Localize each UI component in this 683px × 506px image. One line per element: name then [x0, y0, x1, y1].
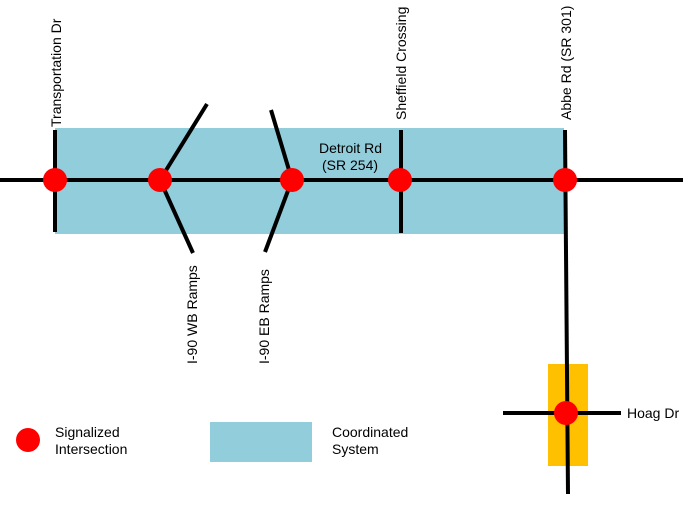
legend-signalized-line2: Intersection [55, 441, 127, 457]
i90-wb-ramp-north [158, 102, 209, 182]
legend-signal-icon [16, 428, 40, 452]
label-detroit-rd-line1: Detroit Rd [319, 140, 382, 156]
legend-coordinated-swatch [210, 422, 312, 462]
label-hoag-dr: Hoag Dr [627, 405, 679, 421]
i90-wb-ramp-south [158, 179, 195, 254]
signal-hoag-dr [554, 401, 578, 425]
signal-abbe-rd [553, 168, 577, 192]
label-i90-eb-ramps: I-90 EB Ramps [256, 269, 272, 364]
label-i90-wb-ramps: I-90 WB Ramps [184, 265, 200, 364]
label-transportation-dr: Transportation Dr [48, 18, 64, 127]
legend-coordinated-line2: System [332, 441, 379, 457]
label-detroit-rd-line2: (SR 254) [322, 157, 378, 173]
i90-eb-ramp-south [263, 179, 294, 253]
i90-eb-ramp-north [269, 109, 294, 181]
signal-sheffield-crossing [388, 168, 412, 192]
signal-i90-wb-ramps [148, 168, 172, 192]
label-sheffield-crossing: Sheffield Crossing [393, 7, 409, 120]
legend-signalized-line1: Signalized [55, 424, 120, 440]
signal-transportation-dr [43, 168, 67, 192]
signal-i90-eb-ramps [280, 168, 304, 192]
label-abbe-rd: Abbe Rd (SR 301) [558, 6, 574, 120]
legend-coordinated-line1: Coordinated [332, 424, 408, 440]
